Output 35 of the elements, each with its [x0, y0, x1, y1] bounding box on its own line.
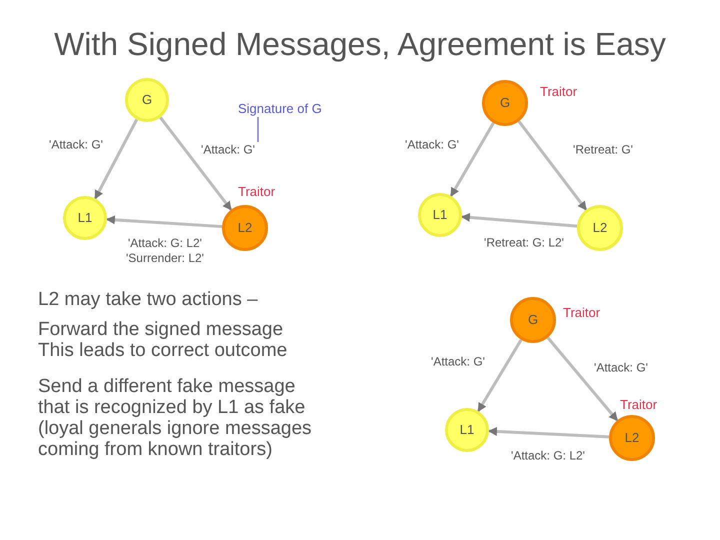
edge-label: 'Attack: G' — [594, 360, 648, 376]
node-label: L1 — [432, 206, 448, 224]
leader-line — [257, 117, 259, 142]
edge-label: 'Retreat: G' — [573, 142, 633, 158]
arrow — [159, 116, 232, 211]
traitor-tag: Traitor — [563, 305, 600, 320]
edge-label: 'Attack: G' — [431, 354, 485, 370]
edge-label: 'Attack: G' — [405, 138, 459, 152]
node-label: L2 — [624, 429, 640, 448]
arrow — [546, 336, 618, 422]
body-text: L2 may take two actions – — [38, 289, 259, 310]
body-text: Send a different fake message that is recognized by L1 as fake (loyal generals ignore messages coming from known traitors) — [38, 376, 313, 460]
node-label: L1 — [78, 209, 92, 228]
traitor-tag: Traitor — [620, 397, 658, 412]
node-label: L1 — [460, 421, 474, 440]
arrow — [106, 215, 222, 228]
edge-label: 'Attack: G' — [49, 138, 103, 152]
arrow — [488, 426, 610, 438]
arrow — [460, 212, 578, 228]
node-label: L2 — [592, 219, 608, 238]
body-text: Forward the signed message — [38, 319, 284, 340]
node-label: L2 — [238, 219, 252, 238]
arrow — [518, 120, 588, 211]
traitor-tag: Traitor — [238, 184, 276, 199]
node-label: G — [142, 91, 152, 110]
annotation-text: Signature of G — [238, 101, 322, 117]
edge-label: 'Attack: G: L2' 'Surrender: L2' — [125, 236, 205, 266]
slide-title: With Signed Messages, Agreement is Easy — [53, 25, 667, 63]
body-text: This leads to correct outcome — [38, 340, 288, 361]
edge-label: 'Retreat: G: L2' — [484, 236, 564, 250]
node-label: G — [500, 94, 510, 112]
edge-label: 'Attack: G: L2' — [511, 448, 585, 464]
edge-label: 'Attack: G' — [201, 142, 255, 158]
node-label: G — [528, 311, 538, 330]
traitor-tag: Traitor — [540, 84, 578, 99]
